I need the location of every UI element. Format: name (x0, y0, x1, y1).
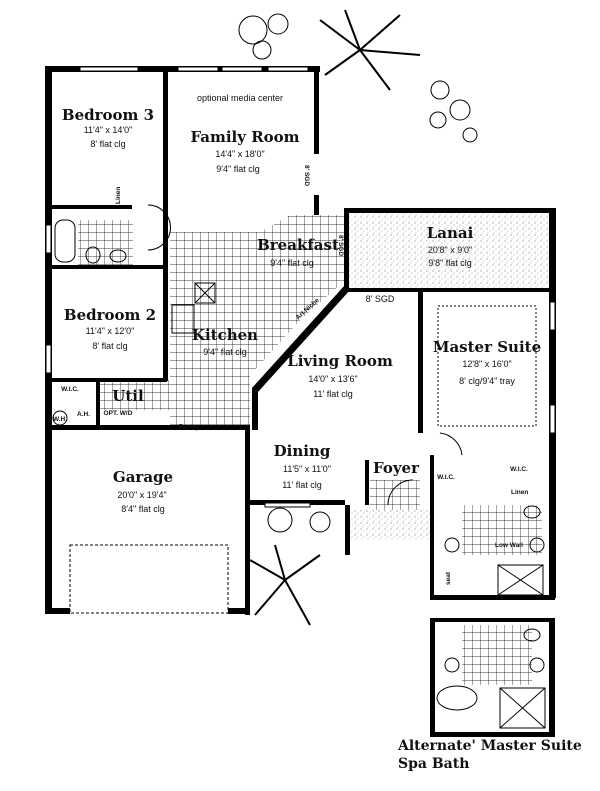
room-size: 20'8" x 9'0" (428, 245, 472, 255)
tray-ceiling (437, 305, 537, 427)
sliding-door-label: 8' SGD (303, 165, 310, 186)
room-kitchen: Kitchen 9'4" flat clg (192, 326, 258, 357)
alternate-bath-caption-line2: Spa Bath (398, 756, 469, 772)
room-name: Family Room (190, 128, 299, 146)
room-name: Bedroom 2 (64, 306, 156, 324)
room-ceiling: 9'4" flat clg (216, 164, 259, 174)
room-foyer: Foyer (373, 459, 420, 477)
linen-label-master: Linen (511, 489, 528, 496)
room-ceiling: 8' flat clg (90, 139, 125, 149)
room-size: 11'4" x 14'0" (84, 125, 133, 135)
room-breakfast: Breakfast 9'4" flat clg 8' SGD (257, 235, 344, 268)
room-ceiling: 9'4" flat clg (203, 347, 246, 357)
room-ceiling: 11' flat clg (313, 389, 353, 399)
room-name: Master Suite (433, 338, 541, 356)
windows (45, 66, 556, 508)
room-size: 12'8" x 16'0" (462, 359, 511, 369)
room-ceiling: 11' flat clg (282, 480, 322, 490)
washer-dryer-label: OPT. W/D (104, 410, 133, 417)
water-heater-label: W.H. (53, 416, 67, 423)
room-bedroom3: Bedroom 3 11'4" x 14'0" 8' flat clg (62, 106, 154, 149)
kitchen-tile-floor (170, 215, 345, 430)
room-name: Living Room (287, 352, 393, 370)
room-size: 11'5" x 11'0" (283, 464, 331, 474)
sliding-door-label: 8' SGD (366, 294, 395, 304)
garage-door (69, 544, 229, 614)
room-ceiling: 8' clg/9'4" tray (459, 376, 515, 386)
linen-label: Linen (115, 187, 122, 204)
room-name: Util (112, 387, 144, 405)
pantry-label: Pantry (179, 424, 200, 431)
room-lanai: Lanai 20'8" x 9'0" 9'8" flat clg (427, 224, 474, 268)
media-center-note: optional media center (197, 93, 283, 103)
lanai-floor (348, 212, 554, 290)
room-garage: Garage 20'0" x 19'4" 8'4" flat clg (113, 468, 173, 514)
fixtures (52, 204, 546, 729)
sliding-door-label: 8' SGD (337, 235, 344, 256)
room-ceiling: 8'4" flat clg (121, 504, 164, 514)
room-size: 14'4" x 18'0" (215, 149, 264, 159)
entry-porch (345, 510, 435, 540)
room-name: Lanai (427, 224, 474, 242)
room-name: Dining (274, 442, 331, 460)
alternate-bath-caption-line1: Alternate' Master Suite (397, 738, 582, 754)
room-ceiling: 9'4" flat clg (270, 258, 313, 268)
room-living-room: Living Room 14'0" x 13'6" 11' flat clg 8… (287, 294, 395, 399)
room-dining: Dining 11'5" x 11'0" 11' flat clg (274, 442, 331, 490)
wic-label-master-2: W.I.C. (510, 466, 528, 473)
room-size: 20'0" x 19'4" (117, 490, 166, 500)
room-util: Util OPT. W/D (104, 387, 144, 417)
room-name: Bedroom 3 (62, 106, 154, 124)
landscape-plants (238, 9, 478, 626)
room-bedroom2: Bedroom 2 11'4" x 12'0" 8' flat clg (64, 306, 156, 351)
room-name: Kitchen (192, 326, 258, 344)
room-family-room: optional media center Family Room 14'4" … (190, 93, 310, 186)
room-size: 11'4" x 12'0" (86, 326, 135, 336)
wic-label-bedroom2: W.I.C. (61, 386, 79, 393)
room-name: Garage (113, 468, 173, 486)
room-master-suite: Master Suite 12'8" x 16'0" 8' clg/9'4" t… (433, 338, 541, 386)
air-handler-label: A.H. (77, 411, 90, 418)
room-ceiling: 9'8" flat clg (428, 258, 471, 268)
room-size: 14'0" x 13'6" (308, 374, 357, 384)
seat-label: seat (445, 571, 452, 585)
low-wall-label: Low Wall (495, 542, 523, 549)
wic-label-master-1: W.I.C. (437, 474, 455, 481)
room-ceiling: 8' flat clg (92, 341, 127, 351)
room-name: Breakfast (257, 236, 339, 254)
